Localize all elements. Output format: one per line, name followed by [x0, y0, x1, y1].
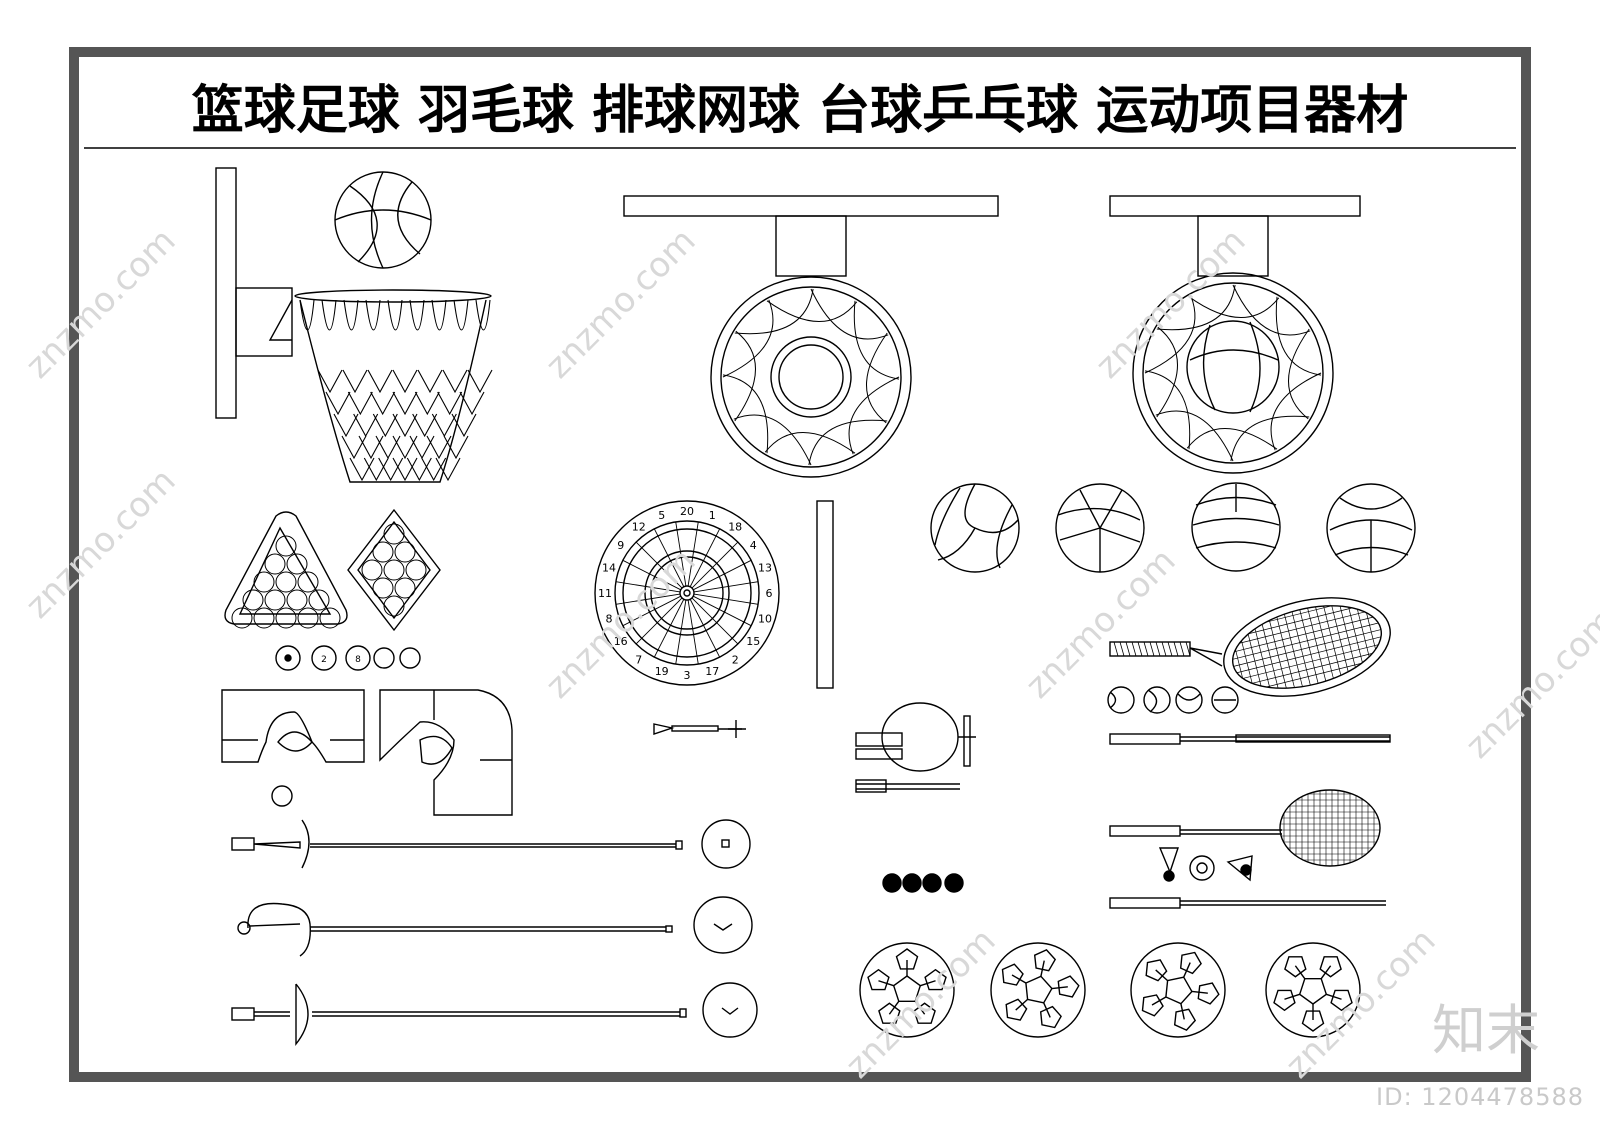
dartboard-number: 3 [684, 669, 691, 682]
racket-side-view [1109, 733, 1391, 745]
volleyball-2 [1055, 483, 1145, 573]
dartboard-number: 12 [632, 521, 646, 534]
dartboard-numbers: 20 1 18 413 6 10 15 2 17 3 19 7 168 11 149 12 5 [598, 505, 773, 682]
dartboard-number: 10 [758, 612, 772, 625]
badminton-racket-side [1109, 897, 1386, 909]
brand-watermark: 知末 [1432, 999, 1540, 1062]
dartboard-number: 15 [746, 635, 760, 648]
dartboard-number: 7 [635, 653, 642, 666]
tennis-balls [1107, 686, 1239, 714]
shuttlecocks [1158, 847, 1253, 882]
basketball-hoop-top-2 [1109, 195, 1361, 474]
footballs [859, 942, 1361, 1038]
dartboard-number: 2 [732, 653, 739, 666]
football [859, 942, 955, 1038]
billiard-diamond-rack [347, 508, 441, 632]
table-tennis-paddle [855, 702, 976, 793]
dartboard [594, 500, 780, 686]
page-title: 篮球足球 羽毛球 排球网球 台球乒乓球 运动项目器材 [192, 81, 1408, 141]
volleyball-1 [930, 483, 1020, 573]
table-tennis-balls [882, 873, 964, 893]
football [990, 942, 1086, 1038]
dartboard-number: 20 [680, 505, 694, 518]
dartboard-number: 4 [750, 539, 757, 552]
dart-throw-line [816, 500, 834, 689]
volleyball-4 [1326, 483, 1416, 573]
football [1130, 942, 1226, 1038]
dartboard-number: 8 [606, 612, 613, 625]
dartboard-number: 16 [614, 635, 628, 648]
pool-table-pocket-side [221, 689, 365, 763]
fencing-sabre [237, 896, 753, 957]
dartboard-number: 13 [758, 562, 772, 575]
basketball-hoop-top-1 [623, 195, 999, 478]
dartboard-number: 19 [655, 665, 669, 678]
dartboard-number: 1 [709, 509, 716, 522]
dartboard-number: 9 [617, 539, 624, 552]
dartboard-number: 14 [602, 562, 616, 575]
billiard-balls-row [271, 645, 421, 807]
dartboard-number: 18 [728, 521, 742, 534]
tennis-racket [1109, 597, 1391, 697]
dartboard-number: 11 [598, 587, 612, 600]
sheet-frame [69, 47, 1531, 1082]
basketball [334, 171, 432, 269]
fencing-foil [231, 819, 751, 869]
id-watermark: ID: 1204478588 [1376, 1083, 1584, 1111]
billiard-ball-label-2: 2 [321, 655, 327, 665]
football [1265, 942, 1361, 1038]
dartboard-number: 5 [658, 509, 665, 522]
dartboard-number: 17 [705, 665, 719, 678]
dartboard-number: 6 [766, 587, 773, 600]
pool-table-pocket-corner [379, 689, 513, 816]
billiard-triangle-rack [224, 511, 348, 629]
fencing-epee [231, 982, 758, 1046]
dart [653, 720, 746, 738]
volleyball-3 [1191, 482, 1281, 572]
basketball-hoop-side [215, 167, 493, 483]
badminton-racket [1109, 789, 1381, 867]
billiard-ball-label-8: 8 [355, 655, 361, 665]
